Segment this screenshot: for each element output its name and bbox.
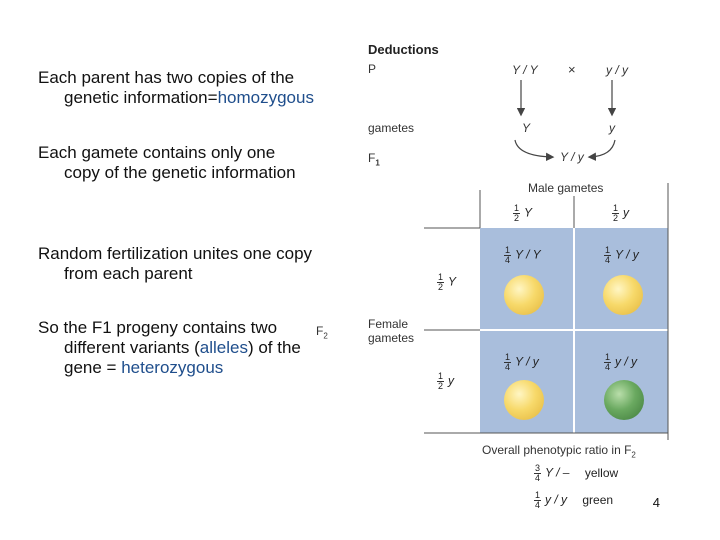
cross-symbol: ×: [568, 62, 576, 77]
pea-green-4: [604, 380, 644, 420]
page-number: 4: [652, 495, 660, 510]
ratio-title: Overall phenotypic ratio in F2: [482, 443, 636, 460]
male-gametes-label: Male gametes: [528, 181, 604, 195]
parent-right-genotype: y / y: [606, 63, 629, 77]
f2-label: F2: [316, 324, 328, 341]
female-gametes-label: Female gametes: [368, 317, 415, 345]
bullet-4-line3-pre: gene =: [64, 358, 122, 377]
bullet-4-line2-pre: different variants (: [64, 338, 200, 357]
bullet-4-line2-post: ) of the: [247, 338, 301, 357]
ratio-yellow-label: yellow: [584, 465, 619, 480]
term-alleles: alleles: [199, 338, 248, 357]
arrow-right-gamete: [587, 139, 616, 161]
bullet-3-line2: from each parent: [64, 264, 193, 283]
f1-genotype: Y / y: [560, 150, 584, 164]
ratio-green-label: green: [582, 492, 614, 507]
arrow-left-gamete: [514, 139, 555, 162]
pea-yellow-3: [504, 380, 544, 420]
gamete-right: y: [609, 121, 615, 135]
bullet-heterozygous: So the F1 progeny contains two different…: [38, 318, 368, 378]
term-homozygous: homozygous: [217, 88, 314, 107]
gamete-left: Y: [522, 121, 531, 135]
term-heterozygous: heterozygous: [121, 358, 224, 377]
bullet-4-line1: So the F1 progeny contains two: [38, 318, 278, 337]
bullet-fertilization: Random fertilization unites one copy fro…: [38, 244, 368, 284]
pea-yellow-2: [603, 275, 643, 315]
bullet-gamete: Each gamete contains only one copy of th…: [38, 143, 368, 183]
bullet-2-line1: Each gamete contains only one: [38, 143, 276, 162]
parent-left-genotype: Y / Y: [512, 63, 538, 77]
figure-title: Deductions: [368, 42, 439, 57]
gametes-label: gametes: [368, 121, 415, 135]
bullet-homozygous: Each parent has two copies of the geneti…: [38, 68, 368, 108]
bullet-2-line2: copy of the genetic information: [64, 163, 296, 182]
pea-yellow-1: [504, 275, 544, 315]
bullet-1-line2: genetic information=: [64, 88, 218, 107]
f1-label: F1: [368, 151, 380, 168]
p-label: P: [368, 62, 377, 76]
bullet-3-line1: Random fertilization unites one copy: [38, 244, 313, 263]
bullet-1-line1: Each parent has two copies of the: [38, 68, 295, 87]
